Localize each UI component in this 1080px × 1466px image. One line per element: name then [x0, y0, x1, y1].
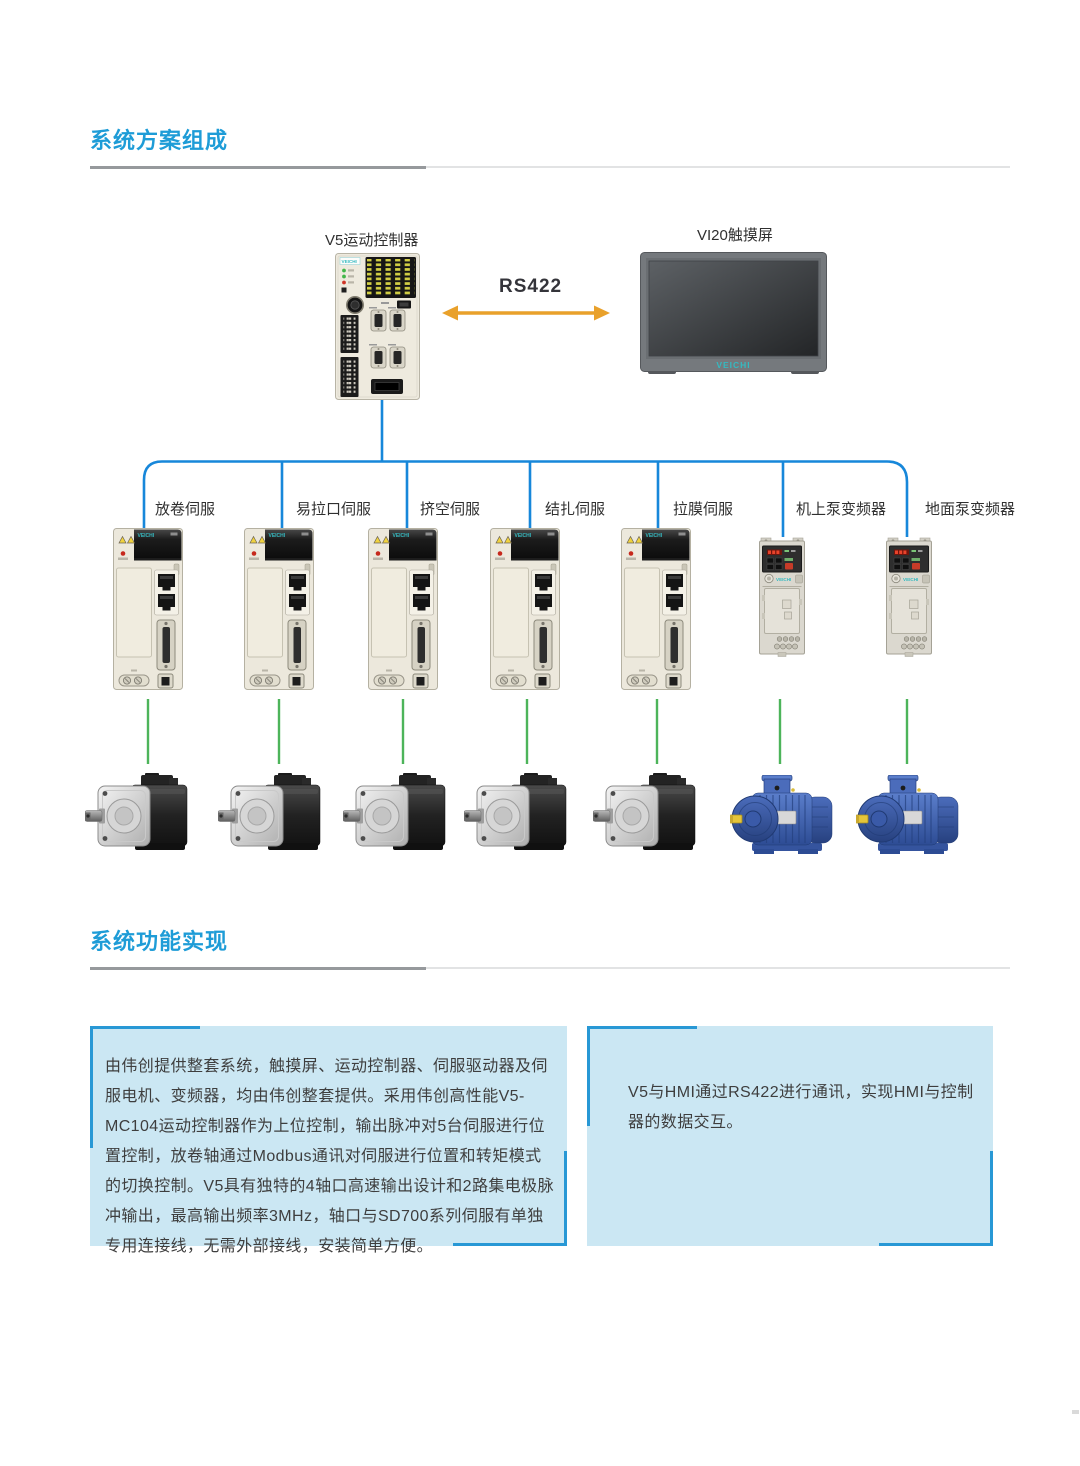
servo-motor-unit — [343, 773, 448, 858]
inverter-logo-text: VEICHI — [776, 577, 791, 582]
servo-drive-unit: VEICHI — [244, 528, 314, 690]
servo-drive-unit: VEICHI — [621, 528, 691, 690]
pump-motor-unit — [856, 775, 962, 858]
box-accent-bottom — [879, 1243, 993, 1246]
divider-light-segment — [426, 166, 1010, 168]
branch-label-film-servo: 拉膜伺服 — [673, 501, 734, 518]
servo-drive-image: VEICHI — [621, 528, 691, 690]
box-accent-top — [587, 1026, 697, 1029]
info-text-system: 由伟创提供整套系统，触摸屏、运动控制器、伺服驱动器及伺服电机、变频器，均由伟创整… — [105, 1058, 554, 1255]
motion-controller-image: VEICHI — [335, 253, 420, 400]
box-accent-left — [587, 1026, 590, 1126]
drive-logo-text: VEICHI — [269, 533, 286, 539]
section-title-solution: 系统方案组成 — [90, 128, 229, 153]
servo-drive-unit: VEICHI — [490, 528, 560, 690]
hmi-touchscreen-image: VEICHI — [640, 252, 827, 375]
hmi-label: VI20触摸屏 — [697, 227, 773, 244]
divider-dark-segment — [90, 967, 426, 970]
box-accent-left — [90, 1026, 93, 1148]
branch-label-unwind-servo: 放卷伺服 — [155, 501, 216, 518]
drive-logo-text: VEICHI — [515, 533, 532, 539]
section-title-function: 系统功能实现 — [90, 929, 229, 954]
drive-logo-text: VEICHI — [393, 533, 410, 539]
motor-connection-lines — [146, 699, 909, 764]
inverter-unit: VEICHI — [757, 537, 807, 658]
hmi-logo-text: VEICHI — [716, 360, 750, 370]
info-box-system: 由伟创提供整套系统，触摸屏、运动控制器、伺服驱动器及伺服电机、变频器，均由伟创整… — [90, 1026, 567, 1255]
drive-logo-text: VEICHI — [138, 533, 155, 539]
inverter-logo-text: VEICHI — [903, 577, 918, 582]
servo-motor-image — [593, 773, 696, 850]
box-accent-bottom — [453, 1243, 567, 1246]
pump-motor-image — [856, 775, 959, 854]
inverter-image: VEICHI — [886, 537, 932, 657]
branch-label-tie-servo: 结扎伺服 — [545, 501, 606, 518]
branch-label-easyopen-servo: 易拉口伺服 — [296, 501, 372, 518]
divider-light-segment — [426, 967, 1010, 969]
servo-drive-image: VEICHI — [368, 528, 438, 690]
servo-drive-image: VEICHI — [113, 528, 183, 690]
box-accent-top — [90, 1026, 200, 1029]
rs422-label: RS422 — [499, 276, 563, 297]
servo-drive-image: VEICHI — [490, 528, 560, 690]
db9-connectors — [369, 307, 406, 369]
inverter-image: VEICHI — [759, 537, 805, 657]
servo-motor-unit — [218, 773, 323, 858]
servo-motor-unit — [593, 773, 698, 858]
section-divider — [90, 166, 1010, 169]
servo-motor-image — [464, 773, 567, 850]
info-box-communication: V5与HMI通过RS422进行通讯，实现HMI与控制器的数据交互。 — [587, 1026, 993, 1246]
drive-logo-text: VEICHI — [646, 533, 663, 539]
controller-label: V5运动控制器 — [325, 232, 419, 249]
controller-logo-text: VEICHI — [342, 259, 357, 264]
page-edge-artifact — [1072, 1410, 1079, 1414]
divider-dark-segment — [90, 166, 426, 169]
servo-drive-image: VEICHI — [244, 528, 314, 690]
servo-drive-unit: VEICHI — [368, 528, 438, 690]
box-accent-right — [990, 1151, 993, 1246]
inverter-unit: VEICHI — [884, 537, 934, 658]
branch-label-ground-pump-inverter: 地面泵变频器 — [925, 501, 1016, 518]
box-accent-right — [564, 1151, 567, 1246]
section-divider — [90, 967, 1010, 970]
servo-motor-image — [85, 773, 188, 850]
servo-motor-image — [343, 773, 446, 850]
pump-motor-image — [730, 775, 833, 854]
rs422-arrow-icon — [441, 303, 611, 323]
servo-motor-unit — [464, 773, 569, 858]
branch-label-machine-pump-inverter: 机上泵变频器 — [796, 501, 887, 518]
branch-label-squeeze-servo: 挤空伺服 — [420, 501, 481, 518]
servo-motor-unit — [85, 773, 190, 858]
servo-drive-unit: VEICHI — [113, 528, 183, 690]
info-text-communication: V5与HMI通过RS422进行通讯，实现HMI与控制器的数据交互。 — [628, 1084, 974, 1131]
pump-motor-unit — [730, 775, 836, 858]
servo-motor-image — [218, 773, 321, 850]
